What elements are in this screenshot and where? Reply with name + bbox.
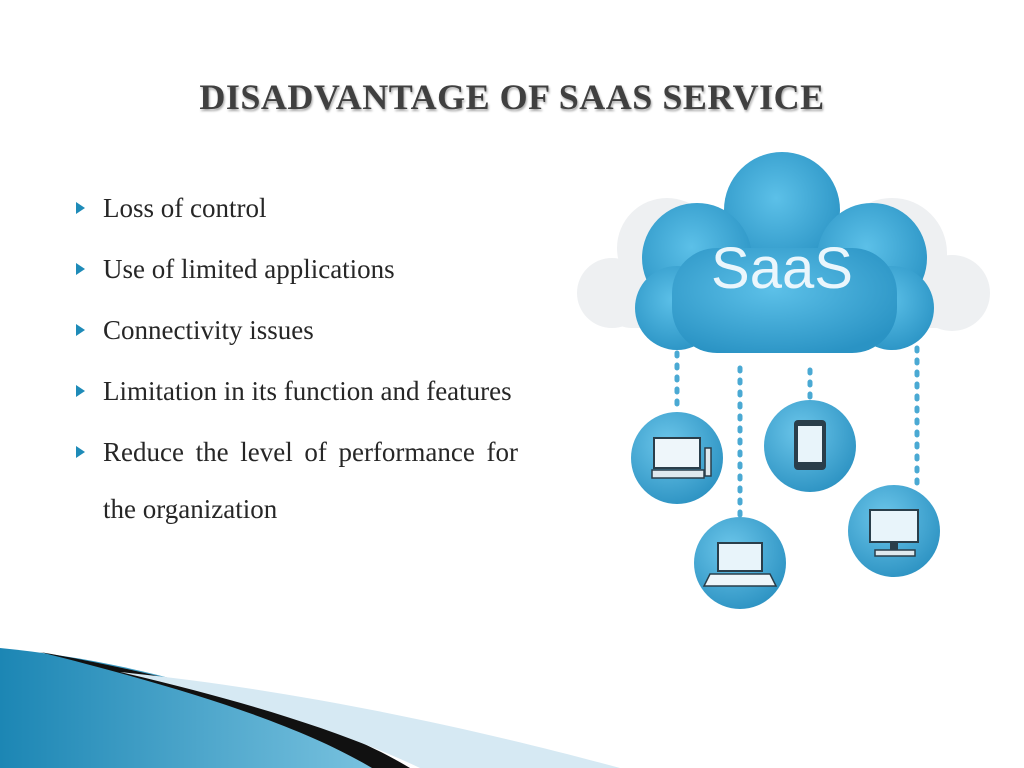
bullet-arrow-icon	[76, 385, 85, 397]
bullet-item: Use of limited applications	[76, 241, 518, 298]
bullet-text: Loss of control	[103, 193, 267, 223]
bullet-item: Limitation in its function and features	[76, 363, 518, 420]
cloud-label: SaaS	[711, 236, 853, 301]
bullet-text: Limitation in its function and features	[103, 376, 512, 406]
bullet-item: Reduce the level of performance for the …	[76, 424, 518, 538]
slide-title: DISADVANTAGE OF SAAS SERVICE	[199, 77, 825, 117]
connector-lines	[674, 345, 920, 526]
saas-illustration: SaaS	[577, 152, 990, 609]
bullet-item: Connectivity issues	[76, 302, 518, 359]
bullet-arrow-icon	[76, 202, 85, 214]
laptop-icon	[694, 517, 786, 609]
bullet-text: Reduce the level of performance for the …	[103, 437, 518, 524]
tablet-icon	[764, 400, 856, 492]
bullet-list: Loss of control Use of limited applicati…	[76, 180, 518, 542]
bullet-arrow-icon	[76, 324, 85, 336]
bullet-item: Loss of control	[76, 180, 518, 237]
monitor-icon	[848, 485, 940, 577]
desktop-computer-icon	[631, 412, 723, 504]
bullet-text: Use of limited applications	[103, 254, 395, 284]
bullet-arrow-icon	[76, 263, 85, 275]
bullet-text: Connectivity issues	[103, 315, 314, 345]
saas-cloud-icon	[635, 152, 934, 353]
bullet-arrow-icon	[76, 446, 85, 458]
